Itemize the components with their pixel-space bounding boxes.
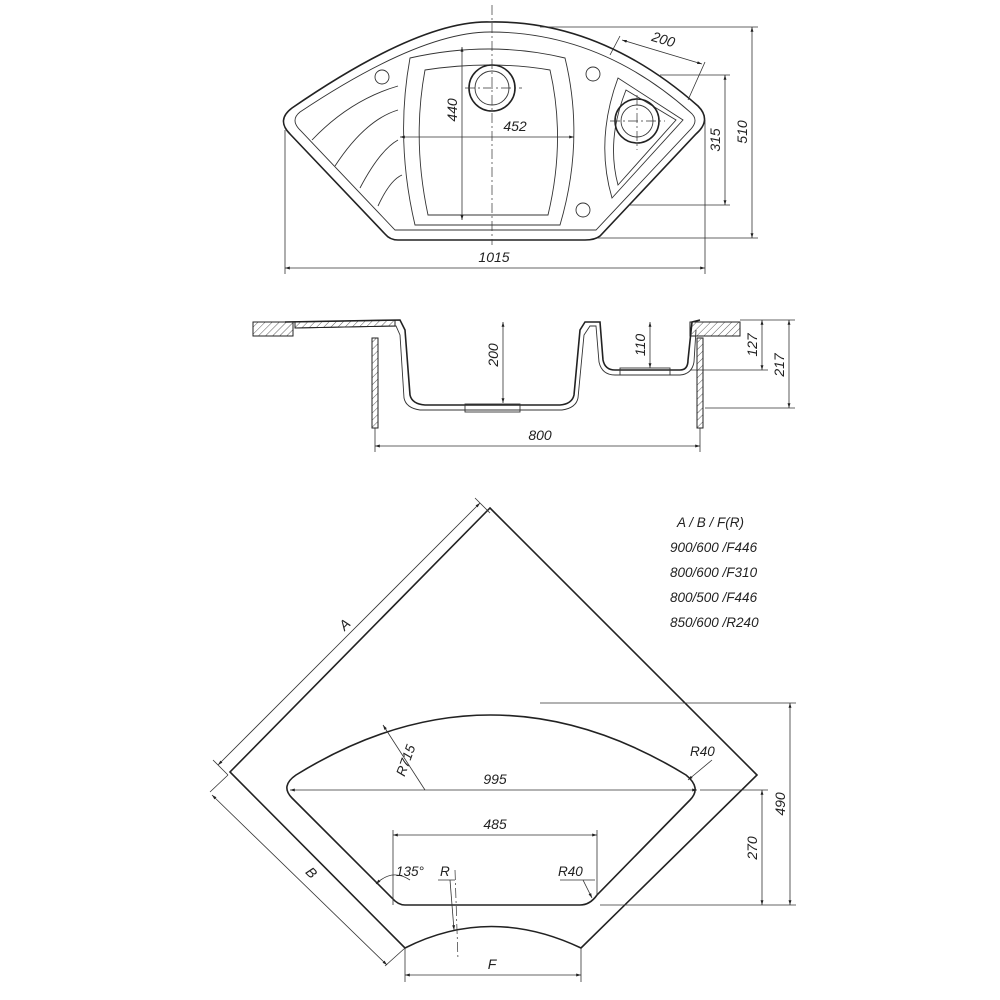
main-bowl <box>403 48 575 226</box>
dim-label: 800 <box>528 427 552 443</box>
radius-label-r40-bottom: R40 <box>558 864 583 879</box>
cabinet-wall-left <box>371 337 379 429</box>
dim-995: 995 <box>290 771 697 792</box>
radius-label-r: R <box>440 864 450 879</box>
dim-label: 200 <box>649 28 677 50</box>
dim-label: 440 <box>444 98 460 122</box>
dim-452: 452 <box>400 118 574 139</box>
dim-200: 200 <box>609 28 706 101</box>
dim-485: 485 <box>392 816 598 905</box>
small-bowl <box>604 77 684 199</box>
dim-f: F <box>404 948 582 982</box>
dim-a: A <box>212 497 491 776</box>
size-table-header: A / B / F(R) <box>676 515 744 530</box>
dim-label: B <box>303 864 321 882</box>
top-view: 1015 510 315 200 440 452 <box>282 5 758 274</box>
countertop-outline <box>228 506 759 949</box>
sink-inner-rim <box>294 31 696 231</box>
dim-label: 452 <box>503 118 527 134</box>
radius-label-r40-right: R40 <box>690 744 715 759</box>
dim-800: 800 <box>374 427 701 452</box>
radius-label-r715: R715 <box>393 742 418 778</box>
cabinet-wall-right <box>696 337 704 429</box>
dim-label: 110 <box>632 334 648 357</box>
size-table-row: 850/600 /R240 <box>670 615 759 630</box>
size-table: A / B / F(R) 900/600 /F446 800/600 /F310… <box>670 515 759 630</box>
dim-label: 485 <box>483 816 507 832</box>
dim-label: 127 <box>744 332 760 357</box>
side-view: 800 200 110 127 217 <box>252 319 795 452</box>
dim-200-height: 200 <box>485 322 505 403</box>
dim-label: A <box>335 616 354 635</box>
size-table-row: 800/500 /F446 <box>670 590 758 605</box>
sink-outline <box>282 21 706 241</box>
dim-label: F <box>488 956 498 972</box>
tap-hole-right-bottom <box>575 202 591 218</box>
angle-label: 135° <box>396 864 425 879</box>
size-table-row: 800/600 /F310 <box>670 565 758 580</box>
dim-label: 490 <box>772 792 788 816</box>
dim-1015: 1015 <box>284 120 706 274</box>
dim-510: 510 <box>540 26 758 239</box>
dim-270: 270 <box>700 789 768 905</box>
dim-110: 110 <box>632 322 652 368</box>
cutout-template: A B 995 485 F <box>209 497 796 982</box>
dim-490: 490 <box>540 702 796 906</box>
dim-label: 995 <box>483 771 507 787</box>
dim-label: 270 <box>744 836 760 861</box>
tap-hole-left <box>374 69 390 85</box>
dim-label: 510 <box>734 120 750 144</box>
dim-315: 315 <box>630 74 730 206</box>
countertop-left <box>252 321 294 337</box>
dim-440: 440 <box>444 47 464 220</box>
sink-section-profile <box>284 319 701 406</box>
countertop-right <box>689 321 741 337</box>
dim-label: 217 <box>771 352 787 378</box>
dim-label: 1015 <box>478 249 509 265</box>
size-table-row: 900/600 /F446 <box>670 540 758 555</box>
tap-hole-right-top <box>585 66 601 82</box>
drainboard-grooves <box>311 85 403 207</box>
dim-127: 127 <box>690 319 795 371</box>
dim-label: 200 <box>485 343 501 368</box>
dim-b: B <box>209 774 406 967</box>
dim-217: 217 <box>705 320 795 409</box>
cutout-outline <box>286 714 696 906</box>
dim-label: 315 <box>707 128 723 152</box>
